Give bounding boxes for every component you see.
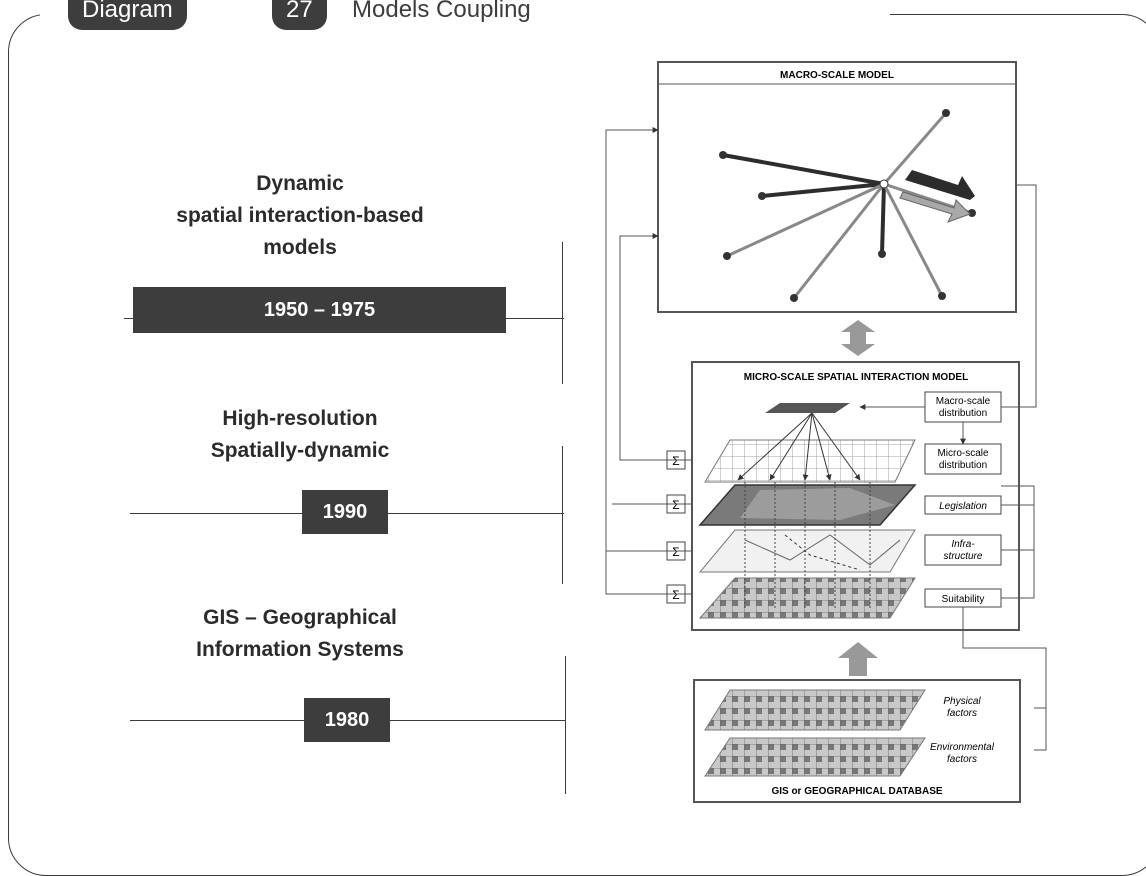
physical-label: Physical xyxy=(943,696,981,707)
era-3-years: 1980 xyxy=(304,698,390,742)
infrastructure-roads xyxy=(744,534,901,566)
era-3-title-line: GIS – Geographical xyxy=(203,606,397,629)
micro-distribution-box xyxy=(924,443,1002,475)
macro-node xyxy=(758,192,766,200)
macro-node xyxy=(723,252,731,260)
macro-big-dark-arrow xyxy=(905,170,975,200)
infrastructure-label: Infra- xyxy=(951,539,975,550)
macro-micro-double-arrow xyxy=(841,320,875,356)
micro-distribution-label: distribution xyxy=(939,460,987,471)
macro-node xyxy=(938,292,946,300)
macro-center-node xyxy=(879,179,889,189)
macro-spoke xyxy=(880,183,886,255)
macro-node xyxy=(942,109,950,117)
era-1-years: 1950 – 1975 xyxy=(133,287,506,333)
suitability-layer xyxy=(698,577,916,619)
layer-link xyxy=(802,412,813,481)
era-1-title-line: models xyxy=(263,236,337,259)
sigma-boxes: Σ Σ Σ Σ xyxy=(666,450,686,604)
era-3-title: GIS – Geographical Information Systems xyxy=(120,602,480,666)
environmental-label: factors xyxy=(947,754,977,765)
era-1-title: Dynamic spatial interaction-based models xyxy=(120,168,480,264)
macro-spoke xyxy=(882,183,944,297)
grid-layer xyxy=(704,439,916,483)
environmental-label: Environmental xyxy=(930,742,995,753)
layer-link xyxy=(811,412,861,481)
era-2-title-line: Spatially-dynamic xyxy=(210,439,390,462)
macro-node xyxy=(790,294,798,302)
diagram-title: Models Coupling xyxy=(352,0,531,23)
models-coupling-figure: MACRO-SCALE MODEL MICRO-SCALE SPATIAL IN… xyxy=(605,61,1047,803)
sigma-symbol: Σ xyxy=(672,588,679,602)
target-layer xyxy=(765,403,850,413)
era-2-title: High-resolution Spatially-dynamic xyxy=(120,403,480,467)
legislation-zone xyxy=(740,488,895,520)
era-3-bracket xyxy=(565,656,566,794)
era-1-bracket xyxy=(562,242,563,384)
infrastructure-path xyxy=(784,534,861,571)
gis-database-title: GIS or GEOGRAPHICAL DATABASE xyxy=(771,786,942,797)
macro-node xyxy=(878,250,886,258)
physical-layer xyxy=(704,689,926,731)
sigma-symbol: Σ xyxy=(672,454,679,468)
micro-distribution-label: Micro-scale xyxy=(937,448,989,459)
layer-links xyxy=(737,412,871,610)
header-mask: Diagram 27 Models Coupling xyxy=(40,0,890,30)
macro-big-light-arrow xyxy=(899,191,971,223)
infrastructure-label: structure xyxy=(944,551,983,562)
era-3-title-line: Information Systems xyxy=(196,638,404,661)
db-to-micro-arrow xyxy=(838,642,878,676)
diagram-label: Diagram xyxy=(68,0,187,30)
legislation-label: Legislation xyxy=(939,501,987,512)
macro-spoke xyxy=(722,153,885,186)
macro-spoke xyxy=(761,182,885,198)
era-1-title-line: spatial interaction-based xyxy=(176,204,424,227)
layer-link xyxy=(737,412,813,481)
environmental-layer xyxy=(704,737,926,777)
sigma-symbol: Σ xyxy=(672,498,679,512)
macro-node xyxy=(719,151,727,159)
macro-spoke xyxy=(726,182,885,258)
sigma-symbol: Σ xyxy=(672,545,679,559)
infrastructure-layer xyxy=(698,529,916,573)
era-2-title-line: High-resolution xyxy=(222,407,378,430)
macro-distribution-label: Macro-scale xyxy=(936,396,991,407)
era-2-bracket xyxy=(562,446,563,584)
layer-link xyxy=(811,412,832,481)
macro-spokes xyxy=(719,109,976,302)
macro-distribution-label: distribution xyxy=(939,408,987,419)
physical-label: factors xyxy=(947,708,977,719)
era-2-years: 1990 xyxy=(302,490,388,534)
era-1-title-line: Dynamic xyxy=(256,172,344,195)
macro-title: MACRO-SCALE MODEL xyxy=(780,70,894,81)
figure-connectors xyxy=(605,127,1047,751)
diagram-number: 27 xyxy=(272,0,327,30)
micro-title: MICRO-SCALE SPATIAL INTERACTION MODEL xyxy=(744,372,968,383)
suitability-label: Suitability xyxy=(942,594,985,605)
layer-link xyxy=(769,412,813,481)
macro-spoke xyxy=(882,112,948,185)
infrastructure-box xyxy=(924,534,1002,566)
macro-node xyxy=(968,209,976,217)
macro-spoke xyxy=(792,183,886,299)
